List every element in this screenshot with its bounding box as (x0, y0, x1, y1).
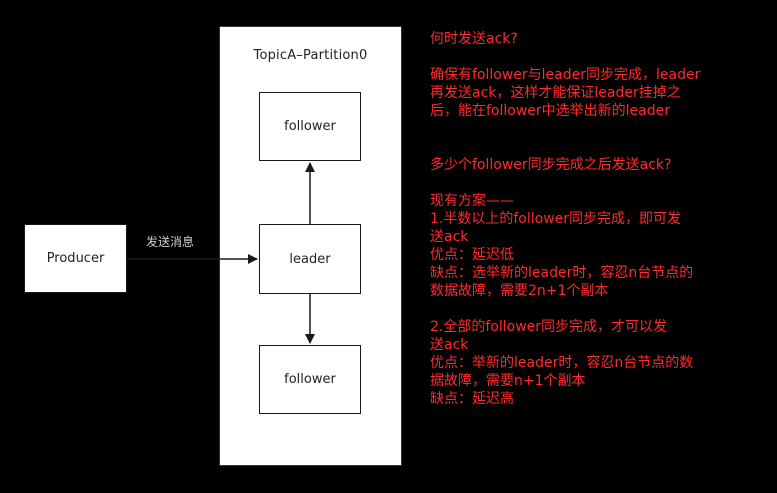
follower-node-bottom: follower (259, 345, 361, 414)
note-plan-heading: 现有方案—— (430, 193, 514, 209)
follower-bottom-label: follower (284, 372, 336, 387)
note-plan-2-pro: 优点：举新的leader时，容忍n台节点的数 据故障，需要n+1个副本 (430, 355, 694, 389)
note-plan-1-con: 缺点：选举新的leader时，容忍n台节点的 数据故障，需要2n+1个副本 (430, 265, 694, 299)
producer-label: Producer (46, 251, 105, 266)
note-answer-1: 确保有follower与leader同步完成，leader 再发送ack，这样才… (430, 67, 701, 119)
follower-node-top: follower (259, 92, 361, 161)
producer-node: Producer (24, 224, 127, 293)
leader-node: leader (259, 224, 361, 294)
partition-title: TopicA–Partition0 (253, 48, 368, 63)
note-question-2: 多少个follower同步完成之后发送ack? (430, 157, 672, 173)
edge-label-send-message: 发送消息 (146, 235, 195, 249)
note-question-1: 何时发送ack? (430, 31, 518, 47)
follower-top-label: follower (284, 119, 336, 134)
leader-label: leader (289, 251, 331, 267)
notes-panel: 何时发送ack? 确保有follower与leader同步完成，leader 再… (430, 30, 770, 408)
note-plan-1: 1.半数以上的follower同步完成，即可发 送ack (430, 211, 682, 245)
note-plan-2-con: 缺点：延迟高 (430, 391, 514, 407)
note-plan-1-pro: 优点：延迟低 (430, 247, 514, 263)
note-plan-2: 2.全部的follower同步完成，才可以发 送ack (430, 319, 668, 353)
